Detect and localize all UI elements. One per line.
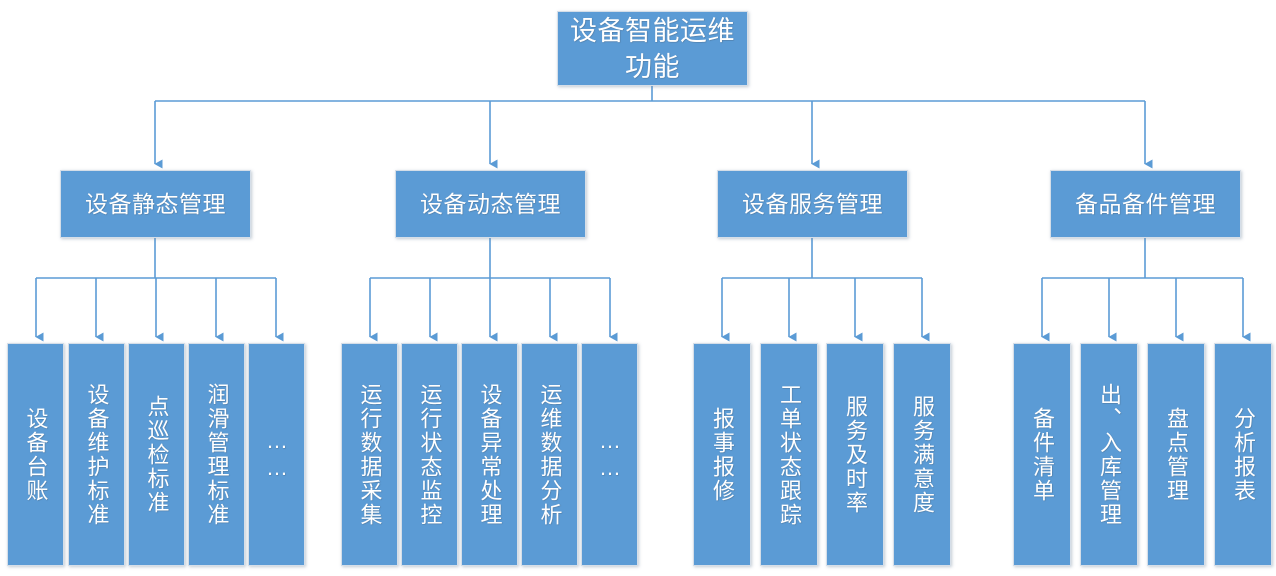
leaf-node-1-1[interactable]: 设备台账 bbox=[7, 343, 64, 566]
leaf-node-2-5-label: …… bbox=[597, 427, 623, 482]
leaf-node-2-2-label: 运行状态监控 bbox=[417, 382, 443, 527]
leaf-node-3-2-label: 工单状态跟踪 bbox=[777, 382, 802, 527]
leaf-node-1-3[interactable]: 点巡检标准 bbox=[128, 343, 185, 566]
leaf-node-1-4[interactable]: 润滑管理标准 bbox=[188, 343, 245, 566]
branch-node-4[interactable]: 备品备件管理 bbox=[1050, 170, 1241, 238]
branch-node-3[interactable]: 设备服务管理 bbox=[717, 170, 908, 238]
leaf-node-3-2[interactable]: 工单状态跟踪 bbox=[760, 343, 818, 566]
root-node-label: 设备智能运维功能 bbox=[570, 15, 735, 82]
branch-node-2-label: 设备动态管理 bbox=[420, 191, 561, 217]
leaf-node-3-3[interactable]: 服务及时率 bbox=[826, 343, 884, 566]
leaf-node-2-3-label: 设备异常处理 bbox=[477, 382, 503, 527]
branch-node-4-label: 备品备件管理 bbox=[1075, 191, 1216, 217]
leaf-node-4-3-label: 盘点管理 bbox=[1164, 406, 1189, 503]
leaf-node-1-5[interactable]: …… bbox=[248, 343, 305, 566]
leaf-node-4-2-label: 出、入库管理 bbox=[1097, 382, 1122, 527]
branch-node-2[interactable]: 设备动态管理 bbox=[395, 170, 586, 238]
leaf-node-4-3[interactable]: 盘点管理 bbox=[1147, 343, 1205, 566]
leaf-node-2-5[interactable]: …… bbox=[581, 343, 638, 566]
leaf-node-1-5-label: …… bbox=[264, 427, 290, 482]
root-node[interactable]: 设备智能运维功能 bbox=[557, 11, 748, 86]
leaf-node-2-1[interactable]: 运行数据采集 bbox=[341, 343, 398, 566]
leaf-node-4-1-label: 备件清单 bbox=[1030, 406, 1055, 503]
leaf-node-4-4[interactable]: 分析报表 bbox=[1214, 343, 1272, 566]
leaf-node-2-4[interactable]: 运维数据分析 bbox=[521, 343, 578, 566]
leaf-node-2-4-label: 运维数据分析 bbox=[537, 382, 563, 527]
leaf-node-2-3[interactable]: 设备异常处理 bbox=[461, 343, 518, 566]
leaf-node-2-2[interactable]: 运行状态监控 bbox=[401, 343, 458, 566]
leaf-node-4-1[interactable]: 备件清单 bbox=[1013, 343, 1071, 566]
leaf-node-1-2[interactable]: 设备维护标准 bbox=[68, 343, 125, 566]
branch-node-1[interactable]: 设备静态管理 bbox=[60, 170, 251, 238]
leaf-node-3-1-label: 报事报修 bbox=[710, 406, 735, 503]
leaf-node-3-1[interactable]: 报事报修 bbox=[693, 343, 751, 566]
leaf-node-3-3-label: 服务及时率 bbox=[843, 394, 868, 515]
leaf-node-1-2-label: 设备维护标准 bbox=[84, 382, 110, 527]
leaf-node-2-1-label: 运行数据采集 bbox=[357, 382, 383, 527]
leaf-node-3-4[interactable]: 服务满意度 bbox=[893, 343, 951, 566]
branch-node-3-label: 设备服务管理 bbox=[742, 191, 883, 217]
leaf-node-4-4-label: 分析报表 bbox=[1231, 406, 1256, 503]
leaf-node-1-3-label: 点巡检标准 bbox=[144, 394, 170, 515]
leaf-node-1-4-label: 润滑管理标准 bbox=[204, 382, 230, 527]
leaf-node-1-1-label: 设备台账 bbox=[23, 406, 49, 503]
leaf-node-4-2[interactable]: 出、入库管理 bbox=[1080, 343, 1138, 566]
leaf-node-3-4-label: 服务满意度 bbox=[910, 394, 935, 515]
branch-node-1-label: 设备静态管理 bbox=[85, 191, 226, 217]
